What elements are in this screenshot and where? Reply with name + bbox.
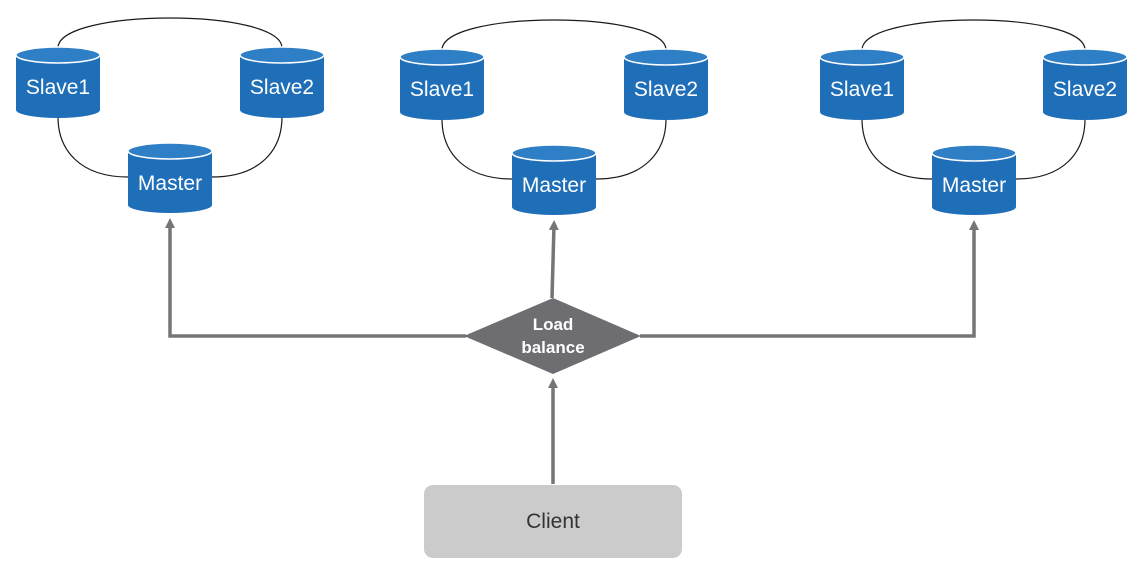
master-database[interactable]: Master	[931, 144, 1017, 215]
client-node[interactable]: Client	[424, 485, 682, 558]
cluster-2: Slave1 Slave2 Master	[399, 19, 709, 215]
slave2-database[interactable]: Slave2	[623, 48, 709, 120]
slave1-database[interactable]: Slave1	[819, 48, 905, 120]
replication-link	[861, 19, 1086, 51]
replication-link	[441, 19, 667, 51]
routing-arrows	[165, 218, 979, 484]
load-balancer-label-line2: balance	[521, 338, 584, 357]
slave1-label: Slave1	[26, 76, 90, 99]
route-arrow-to-master-3	[640, 220, 979, 338]
load-balancer-diamond	[464, 298, 641, 374]
slave1-label: Slave1	[830, 78, 894, 101]
master-label: Master	[138, 172, 202, 195]
client-label: Client	[526, 510, 580, 533]
cluster-1: Slave1 Slave2 Master	[15, 17, 325, 213]
replication-link	[57, 17, 283, 49]
route-arrow-to-master-1	[165, 218, 466, 338]
cluster-3: Slave1 Slave2 Master	[819, 19, 1128, 215]
replication-link	[211, 116, 283, 178]
replication-link	[441, 118, 513, 180]
master-database[interactable]: Master	[511, 144, 597, 215]
master-label: Master	[522, 174, 586, 197]
load-balancer-label-line1: Load	[533, 315, 574, 334]
route-arrow-to-master-2	[548, 220, 559, 299]
master-label: Master	[942, 174, 1006, 197]
slave2-database[interactable]: Slave2	[239, 46, 325, 118]
replication-link	[595, 118, 667, 180]
slave1-label: Slave1	[410, 78, 474, 101]
replication-link	[57, 116, 129, 178]
master-database[interactable]: Master	[127, 142, 213, 213]
slave1-database[interactable]: Slave1	[399, 48, 485, 120]
load-balancer[interactable]: Load balance	[464, 298, 641, 374]
slave2-label: Slave2	[634, 78, 698, 101]
client-box	[424, 485, 682, 558]
slave1-database[interactable]: Slave1	[15, 46, 101, 118]
replication-link	[1015, 118, 1086, 180]
slave2-label: Slave2	[250, 76, 314, 99]
slave2-label: Slave2	[1053, 78, 1117, 101]
replication-link	[861, 118, 933, 180]
slave2-database[interactable]: Slave2	[1042, 48, 1128, 120]
